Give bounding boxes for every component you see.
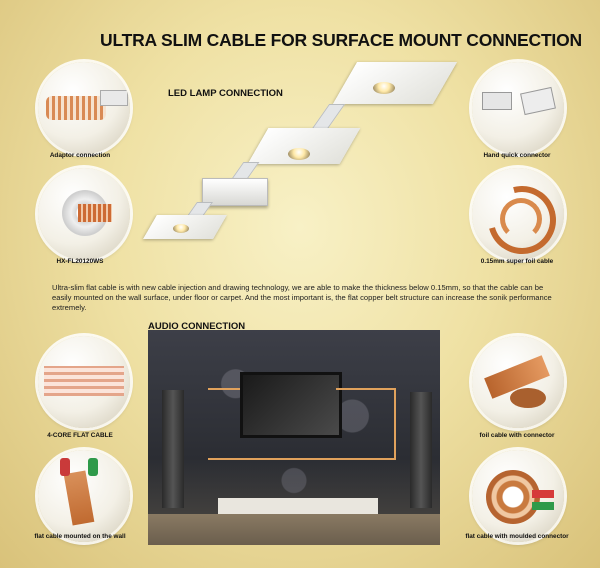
hx-model-label: HX-FL20120WS xyxy=(56,258,104,265)
led-section-heading: LED LAMP CONNECTION xyxy=(168,88,283,99)
cable-on-wall-photo xyxy=(38,450,130,542)
super-foil-cable-photo xyxy=(472,168,564,260)
right-speaker xyxy=(410,392,432,508)
four-core-flat-cable-photo xyxy=(38,336,130,428)
cable-on-wall-label: flat cable mounted on the wall xyxy=(34,533,126,540)
wall-cable-right xyxy=(336,388,396,390)
left-speaker xyxy=(162,390,184,508)
moulded-connector-photo xyxy=(472,450,564,542)
four-core-flat-cable-label: 4-CORE FLAT CABLE xyxy=(47,432,113,439)
wall-cable-left xyxy=(208,388,240,390)
tv-screen xyxy=(240,372,342,438)
page-title: ULTRA SLIM CABLE FOR SURFACE MOUNT CONNE… xyxy=(100,30,582,50)
hand-quick-connector-photo xyxy=(472,62,564,154)
floor xyxy=(148,514,440,545)
ceiling-panel-large xyxy=(332,62,458,104)
audio-section-heading: AUDIO CONNECTION xyxy=(148,321,246,332)
product-description: Ultra-slim flat cable is with new cable … xyxy=(52,283,552,312)
hand-quick-connector-label: Hand quick connector xyxy=(483,152,551,159)
wall-cable-bottom xyxy=(208,458,396,460)
wall-cable-down xyxy=(394,388,396,458)
foil-cable-connector-photo xyxy=(472,336,564,428)
lamp-light-icon xyxy=(288,148,310,160)
adaptor-connection-photo xyxy=(38,62,130,154)
audio-room-photo xyxy=(148,330,440,545)
lamp-light-icon xyxy=(373,82,395,94)
moulded-connector-label: flat cable with moulded connector xyxy=(465,533,569,540)
adaptor-connection-label: Adaptor connection xyxy=(49,152,111,159)
foil-cable-connector-label: foil cable with connector xyxy=(479,432,555,439)
adaptor-box xyxy=(202,178,268,206)
lamp-light-icon xyxy=(173,224,189,233)
tv-stand xyxy=(218,498,378,514)
super-foil-cable-label: 0.15mm super foil cable xyxy=(480,258,554,265)
hx-cable-spool-photo xyxy=(38,168,130,260)
